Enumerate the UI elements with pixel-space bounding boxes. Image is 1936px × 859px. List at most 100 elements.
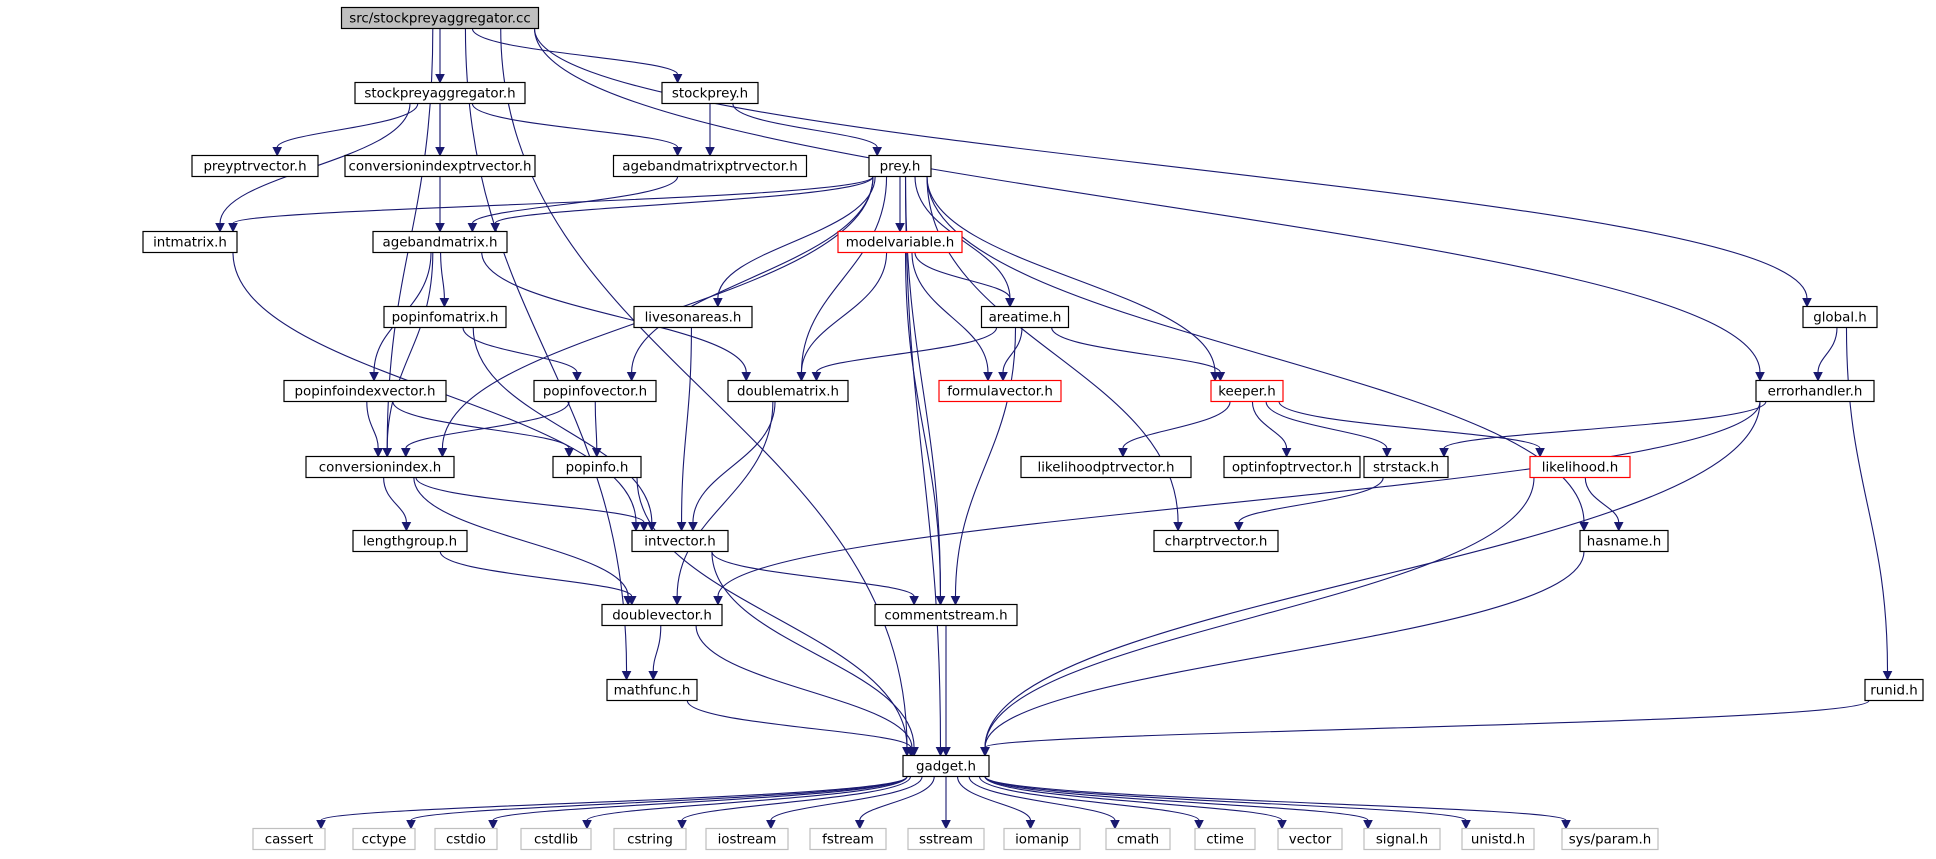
- dependency-edge-areatime-to-keeper: [1051, 327, 1226, 382]
- node-intmatrix[interactable]: intmatrix.h: [142, 230, 238, 254]
- dependency-edge-gadget-to-sstream: [941, 776, 951, 830]
- node-box: [938, 379, 1062, 403]
- node-label: likelihoodptrvector.h: [1037, 461, 1174, 476]
- node-convidxptr[interactable]: conversionindexptrvector.h: [344, 154, 536, 178]
- edge-line: [386, 252, 434, 449]
- arrowhead: [1802, 298, 1812, 308]
- dependency-edge-convidx-to-intvector: [415, 477, 649, 532]
- node-sstream: sstream: [907, 827, 985, 851]
- dependency-edge-errorhandler-to-gadget: [980, 401, 1761, 757]
- node-livesonareas[interactable]: livesonareas.h: [633, 305, 753, 329]
- node-mathfunc[interactable]: mathfunc.h: [606, 678, 698, 702]
- edge-line: [471, 28, 679, 76]
- node-doublematrix[interactable]: doublematrix.h: [727, 379, 849, 403]
- node-box: [1461, 827, 1535, 851]
- arrowhead: [228, 223, 238, 233]
- node-popinfovec[interactable]: popinfovector.h: [533, 379, 657, 403]
- node-likelihoodptr[interactable]: likelihoodptrvector.h: [1020, 455, 1192, 479]
- arrowhead: [811, 372, 822, 382]
- arrowhead: [437, 448, 448, 458]
- node-doublevector[interactable]: doublevector.h: [601, 603, 723, 627]
- node-popinfoidx[interactable]: popinfoindexvector.h: [283, 379, 447, 403]
- node-areatime[interactable]: areatime.h: [980, 305, 1070, 329]
- arrowhead: [872, 147, 883, 157]
- node-runid[interactable]: runid.h: [1864, 678, 1924, 702]
- dependency-edge-abmptr-to-abm: [467, 176, 679, 233]
- node-convidx[interactable]: conversionindex.h: [305, 455, 455, 479]
- node-abmptr[interactable]: agebandmatrixptrvector.h: [612, 154, 808, 178]
- node-label: intmatrix.h: [153, 236, 227, 251]
- node-likelihood[interactable]: likelihood.h: [1529, 455, 1631, 479]
- edge-line: [1251, 401, 1288, 449]
- dependency-edge-gadget-to-signal: [984, 776, 1373, 830]
- node-box: [191, 154, 319, 178]
- dependency-edge-prey-to-livesonareas: [713, 176, 876, 308]
- node-gadget[interactable]: gadget.h: [902, 754, 990, 778]
- node-popinfo[interactable]: popinfo.h: [552, 455, 642, 479]
- arrowhead: [467, 223, 478, 233]
- dependency-edge-areatime-to-commentstream: [950, 327, 1017, 606]
- arrowhead: [688, 522, 698, 532]
- arrowhead: [1110, 820, 1120, 830]
- node-abm[interactable]: agebandmatrix.h: [372, 230, 508, 254]
- edge-line: [415, 477, 645, 524]
- node-global[interactable]: global.h: [1802, 305, 1878, 329]
- node-label: optinfoptrvector.h: [1232, 461, 1352, 476]
- node-preyptr[interactable]: preyptrvector.h: [191, 154, 319, 178]
- node-box: [383, 305, 507, 329]
- node-optinfoptr[interactable]: optinfoptrvector.h: [1223, 455, 1361, 479]
- node-commentstream[interactable]: commentstream.h: [874, 603, 1018, 627]
- dependency-edge-areatime-to-formulavec: [998, 327, 1023, 382]
- edge-line: [405, 401, 570, 449]
- arrowhead: [950, 596, 961, 606]
- node-formulavec[interactable]: formulavector.h: [938, 379, 1062, 403]
- arrowhead: [980, 747, 990, 757]
- dependency-edge-convidx-to-lengthgroup: [383, 477, 412, 532]
- node-root[interactable]: src/stockpreyaggregator.cc: [340, 6, 540, 30]
- dependency-edge-gadget-to-unistd: [984, 776, 1471, 830]
- arrowhead: [626, 372, 637, 382]
- edge-line: [440, 252, 445, 299]
- arrowhead: [998, 372, 1008, 382]
- node-keeper[interactable]: keeper.h: [1210, 379, 1284, 403]
- node-prey[interactable]: prey.h: [868, 154, 932, 178]
- node-sysparam: sys/param.h: [1561, 827, 1659, 851]
- node-hasname[interactable]: hasname.h: [1579, 529, 1669, 553]
- dependency-edge-global-to-errorhandler: [1813, 327, 1838, 382]
- edge-line: [984, 776, 1467, 822]
- node-label: popinfoindexvector.h: [295, 385, 436, 400]
- node-label: ctime: [1206, 833, 1244, 848]
- arrowhead: [648, 671, 659, 681]
- arrowhead: [895, 223, 905, 233]
- node-box: [1864, 678, 1924, 702]
- node-lengthgroup[interactable]: lengthgroup.h: [352, 529, 468, 553]
- node-modelvar[interactable]: modelvariable.h: [837, 230, 963, 254]
- edge-line: [800, 176, 888, 373]
- dependency-edge-root-to-spa_h: [435, 28, 445, 84]
- node-popinfomatrix[interactable]: popinfomatrix.h: [383, 305, 507, 329]
- node-errorhandler[interactable]: errorhandler.h: [1755, 379, 1875, 403]
- node-charptr[interactable]: charptrvector.h: [1153, 529, 1279, 553]
- node-strstack[interactable]: strstack.h: [1363, 455, 1449, 479]
- arrowhead: [705, 147, 715, 157]
- arrowhead: [909, 596, 919, 606]
- node-label: conversionindexptrvector.h: [349, 160, 532, 175]
- dependency-edge-root-to-errorhandler: [533, 28, 1765, 382]
- edge-line: [471, 103, 679, 149]
- edge-line: [956, 776, 1032, 821]
- node-intvector[interactable]: intvector.h: [631, 529, 729, 553]
- dependency-edge-gadget-to-cstdlib: [582, 776, 908, 830]
- arrowhead: [1461, 820, 1471, 830]
- node-box: [613, 827, 687, 851]
- dependency-edge-prey-to-intmatrix: [228, 176, 874, 233]
- node-spa_h[interactable]: stockpreyaggregator.h: [354, 81, 526, 105]
- dependency-edge-likelihood-to-hasname: [1584, 477, 1624, 532]
- node-label: cstring: [627, 833, 673, 848]
- node-box: [907, 827, 985, 851]
- dependency-edge-areatime-to-doublematrix: [811, 327, 998, 382]
- edge-line: [439, 551, 633, 597]
- dependency-edge-gadget-to-iomanip: [956, 776, 1036, 830]
- dependency-edge-doublematrix-to-intvector: [688, 401, 776, 532]
- dependency-edge-root-to-stockprey: [471, 28, 683, 84]
- node-stockprey[interactable]: stockprey.h: [661, 81, 759, 105]
